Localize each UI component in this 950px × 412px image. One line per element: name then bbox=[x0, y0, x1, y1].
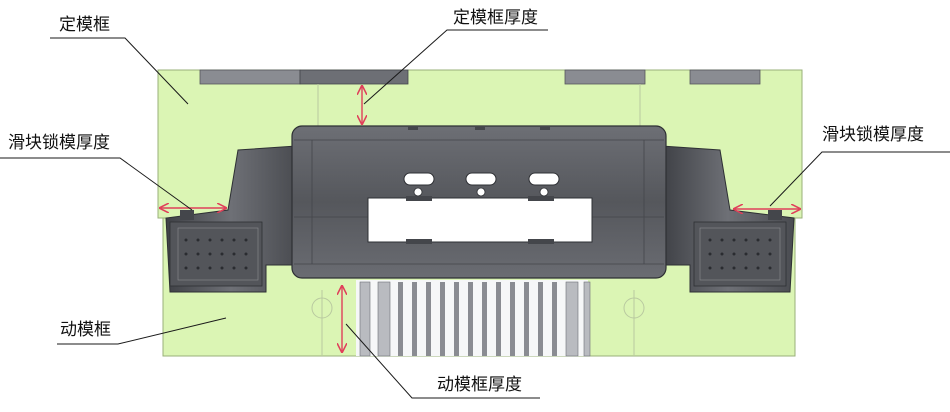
right-slider-bolt bbox=[768, 210, 782, 220]
moving-frame-thickness-leader bbox=[345, 323, 540, 399]
label-slider-lock-thickness-left: 滑块锁模厚度 bbox=[8, 133, 110, 153]
label-moving-frame-thickness: 动模框厚度 bbox=[437, 375, 522, 395]
ejector-pins bbox=[356, 280, 591, 357]
moving-frame-leader bbox=[57, 317, 227, 345]
label-fixed-frame-thickness: 定模框厚度 bbox=[453, 8, 538, 28]
fixed-frame-thickness-leader bbox=[363, 29, 548, 105]
right-slider-lock-leader bbox=[769, 151, 950, 207]
right-slider-holes bbox=[708, 238, 772, 270]
label-slider-lock-thickness-right: 滑块锁模厚度 bbox=[822, 125, 924, 145]
left-slider-holes bbox=[184, 238, 248, 270]
left-slider-lock-leader bbox=[0, 157, 193, 211]
label-moving-frame: 动模框 bbox=[60, 320, 111, 340]
fixed-frame-leader bbox=[50, 37, 189, 105]
core-block bbox=[291, 125, 667, 279]
label-fixed-frame: 定模框 bbox=[59, 15, 110, 35]
left-slider-bolt bbox=[180, 210, 194, 220]
